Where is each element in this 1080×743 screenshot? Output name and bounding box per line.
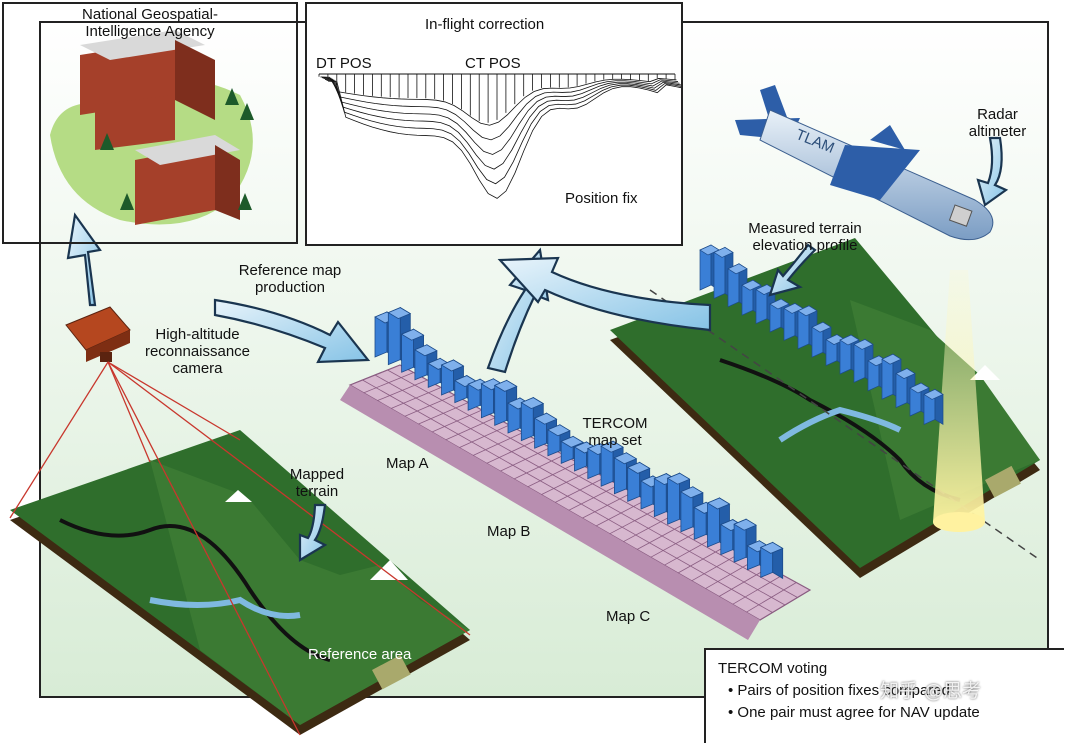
tercom-map-bars: [374, 306, 784, 580]
arrow-measured-profile: [768, 243, 817, 297]
voting-list: Pairs of position fixes compared One pai…: [718, 680, 1052, 724]
tercom-map-grid: [340, 364, 812, 640]
voting-item: One pair must agree for NAV update: [728, 702, 1052, 724]
ct-pos-label: CT POS: [465, 55, 521, 72]
arrow-measured-to-correction: [497, 256, 712, 332]
radar-footprint: [933, 512, 985, 532]
reference-area-label: Reference area: [308, 646, 412, 663]
flow-arrows: [66, 136, 1009, 562]
recon-camera-icon: [65, 306, 131, 362]
tercom-map-set-label: TERCOM map set: [582, 415, 648, 449]
map-c-label: Map C: [606, 608, 651, 625]
arrow-camera-to-nga: [66, 212, 102, 307]
tercom-bar: [759, 541, 784, 580]
radar-beam: [933, 270, 985, 522]
measured-terrain-block: [610, 238, 1041, 578]
dt-pos-label: DT POS: [316, 55, 372, 72]
inflight-correction-panel: [305, 2, 683, 246]
measured-elevation-bars: [699, 244, 944, 426]
correction-mesh-graphic: [318, 73, 681, 199]
measured-bar: [923, 388, 944, 426]
position-fix-label: Position fix: [565, 190, 638, 207]
radar-altimeter-label: Radar altimeter: [968, 106, 1027, 140]
camera-label: High-altitude reconnaissance camera: [144, 326, 251, 377]
inflight-title: In-flight correction: [425, 16, 545, 33]
camera-view-cone: [9, 361, 471, 736]
watermark: 知乎 @思考: [880, 680, 982, 702]
measured-bar: [909, 382, 930, 417]
measured-terrain-label: Measured terrain elevation profile: [748, 220, 862, 254]
reference-map-production-label: Reference map production: [238, 262, 342, 296]
nga-label: National Geospatial- Intelligence Agency: [82, 6, 218, 40]
map-b-label: Map B: [487, 523, 531, 540]
reference-area-terrain: [10, 430, 470, 735]
tercom-voting-box: TERCOM voting Pairs of position fixes co…: [704, 648, 1064, 743]
nga-panel: [2, 2, 298, 244]
arrow-reference-map-production: [213, 298, 371, 364]
nga-buildings-illustration: [50, 30, 254, 225]
arrow-mapped-terrain: [298, 503, 328, 562]
voting-item: Pairs of position fixes compared: [728, 680, 1052, 702]
map-a-label: Map A: [386, 455, 429, 472]
voting-title: TERCOM voting: [718, 660, 828, 677]
tlam-missile: [735, 85, 994, 241]
arrow-radar: [976, 136, 1009, 207]
mapped-terrain-label: Mapped terrain: [289, 466, 345, 500]
